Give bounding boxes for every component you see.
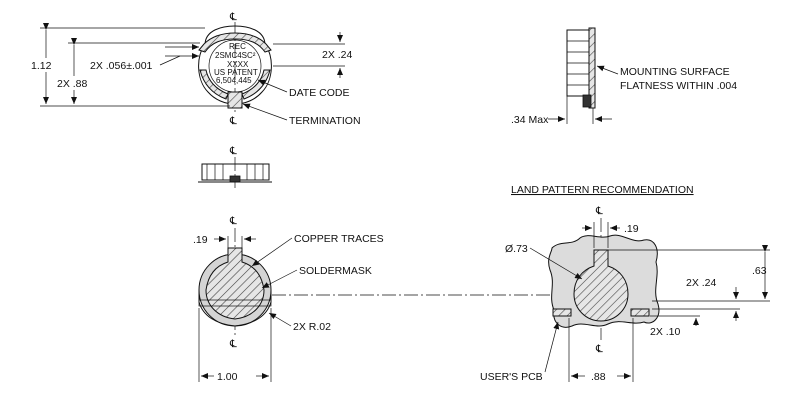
holder-body-top	[198, 25, 272, 105]
dim-pad-land: 2X .24	[686, 277, 717, 289]
dim-trace-land: .19	[624, 223, 639, 235]
note-flatness-2: FLATNESS WITHIN .004	[620, 80, 737, 92]
label-copper-traces: COPPER TRACES	[294, 233, 384, 245]
centerline-top-1: ℄	[229, 11, 237, 23]
centerline-bottom-2: ℄	[229, 338, 237, 350]
marking-line-5: 6,504,445	[216, 76, 252, 85]
centerline-land-2: ℄	[595, 343, 603, 355]
label-soldermask: SOLDERMASK	[299, 265, 372, 277]
marking-line-4: US PATENT	[214, 68, 258, 77]
termination-tab	[227, 91, 243, 109]
dim-width-land: .88	[591, 371, 606, 383]
land-pattern-title: LAND PATTERN RECOMMENDATION	[511, 184, 694, 196]
dim-diameter-bottom: 1.00	[217, 371, 238, 383]
bottom-view: ℄ ℄ .19 COPPER TRACES SOLDERMASK 2X R.02…	[193, 215, 384, 383]
dim-pad-top: 2X .24	[322, 49, 353, 61]
dim-max: .34 Max	[511, 114, 549, 126]
label-users-pcb: USER'S PCB	[480, 371, 543, 383]
centerline-land-1: ℄	[595, 205, 603, 217]
front-view: ℄	[198, 145, 272, 188]
label-termination: TERMINATION	[289, 115, 361, 127]
cell-top	[208, 39, 262, 93]
side-view: .34 Max MOUNTING SURFACE FLATNESS WITHIN…	[511, 27, 737, 126]
land-pattern-view: LAND PATTERN RECOMMENDATION ℄ ℄ .19 Ø.73…	[480, 184, 770, 383]
dim-height-land: .63	[752, 265, 767, 277]
note-flatness-1: MOUNTING SURFACE	[620, 66, 730, 78]
dim-contact-top: 2X .88	[57, 78, 88, 90]
dim-height-top: 1.12	[31, 60, 52, 72]
dim-gap-land: 2X .10	[650, 326, 681, 338]
dim-radius: 2X R.02	[293, 321, 331, 333]
marking-line-3: XXXX	[227, 60, 249, 69]
dim-trace-bottom: .19	[193, 234, 208, 246]
top-view: ℄ ℄ REC 2SMC4SC² XXXX US PATENT 6,504,44…	[28, 11, 361, 127]
dim-diameter-land: Ø.73	[505, 243, 528, 255]
centerline-top-2: ℄	[229, 115, 237, 127]
marking-line-1: REC	[229, 42, 246, 51]
dim-width-top: 2X .056±.001	[90, 60, 153, 72]
centerline-front: ℄	[229, 145, 237, 157]
centerline-bottom-1: ℄	[229, 215, 237, 227]
label-date-code: DATE CODE	[289, 87, 349, 99]
marking-line-2: 2SMC4SC²	[215, 51, 256, 60]
